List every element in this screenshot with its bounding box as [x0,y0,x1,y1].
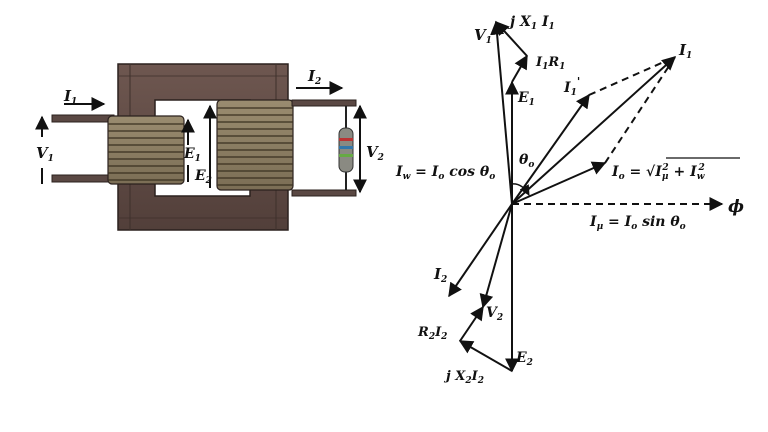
i1-label: I1 [678,41,692,61]
i1-prime-label: I1' [563,75,580,98]
secondary-emf-label: E2 [194,168,212,186]
i2-phasor [448,203,513,298]
io-phasor [511,161,607,205]
jx2i2-label: j X2I2 [443,369,484,386]
v1-phasor [490,20,513,205]
primary-emf-label: E1 [183,146,201,164]
phasor-diagram: V1 j X1 I1 I1R1 E1 I1' I1 θo Iw = Io cos… [395,14,744,386]
load-resistor-icon [338,127,354,173]
transformer-illustration: I1 V1 E1 E2 I2 V2 [35,63,384,231]
jx1i1-label: j X1 I1 [507,14,555,32]
v2-phasor [479,203,513,309]
primary-leads [51,114,115,183]
i1r1-label: I1R1 [535,55,565,72]
iw-equation: Iw = Io cos θo [395,164,495,182]
i2-label: I2 [433,265,447,285]
primary-coil [107,115,185,185]
r2i2-phasor [459,305,484,342]
secondary-coil [216,99,294,191]
io-equation: Io = √Iμ2 + Iw2 [611,163,705,182]
parallelogram-dash-right [604,56,676,164]
theta-arc [511,183,530,196]
primary-voltage-label: V1 [36,144,54,164]
i1r1-phasor [511,54,528,83]
primary-current-label: I1 [63,87,77,107]
theta-label: θo [519,152,534,170]
e2-label: E2 [515,350,533,368]
parallelogram-dash-top [588,56,676,96]
secondary-current-label: I2 [307,67,321,87]
i1-phasor [511,56,677,205]
flux-label: ϕ [728,197,744,217]
r2i2-label: R2I2 [417,325,447,342]
imu-equation: Iμ = Io sin θo [589,214,686,232]
jx2i2-phasor [458,340,513,372]
v2-label: V2 [486,305,503,323]
e1-label: E1 [517,90,535,108]
secondary-voltage-label: V2 [366,143,384,163]
v1-label: V1 [474,26,492,46]
